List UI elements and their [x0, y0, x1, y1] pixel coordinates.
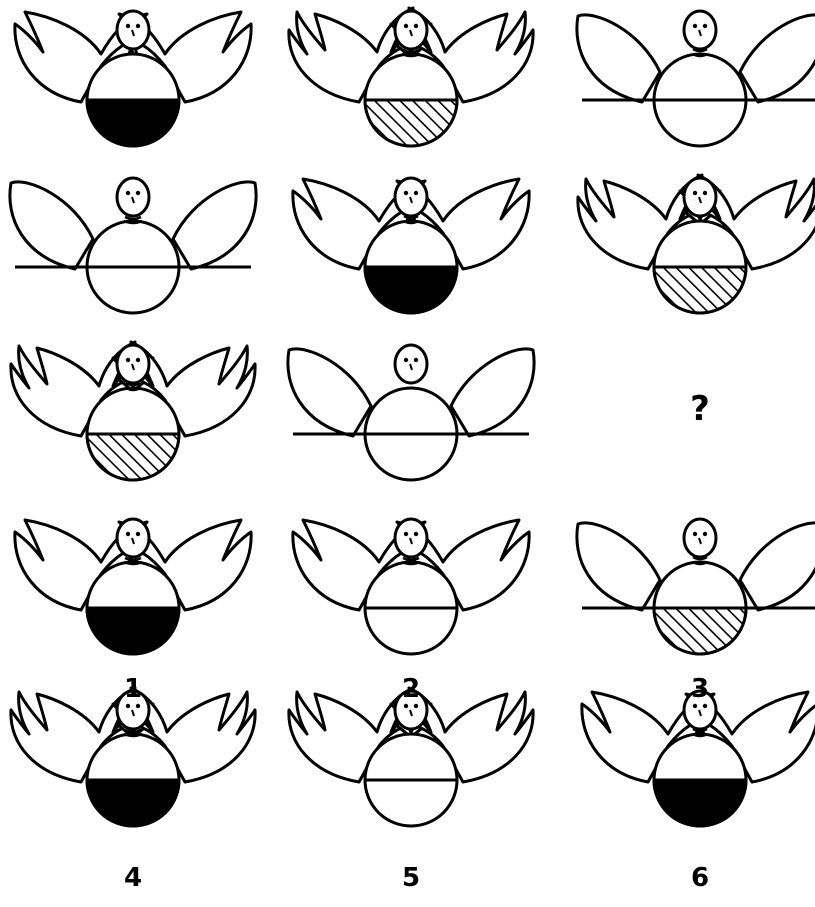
- right-eye: [136, 191, 140, 195]
- left-eye: [693, 24, 697, 28]
- left-eye: [404, 704, 408, 708]
- right-eye: [136, 24, 140, 28]
- left-eye: [693, 704, 697, 708]
- right-eye: [414, 358, 418, 362]
- right-wing: [740, 523, 815, 610]
- question-mark: ?: [690, 389, 710, 429]
- left-eye: [126, 704, 130, 708]
- belly-black: [87, 100, 179, 146]
- left-eye: [404, 24, 408, 28]
- grid-figure-2: [289, 8, 533, 146]
- belly-black: [654, 780, 746, 826]
- belly-hatched: [654, 608, 746, 654]
- belly-black: [365, 267, 457, 313]
- option-label: 1: [124, 674, 142, 704]
- left-eye: [404, 532, 408, 536]
- left-eye: [126, 191, 130, 195]
- option-label: 5: [402, 863, 420, 893]
- right-eye: [414, 532, 418, 536]
- left-eye: [693, 532, 697, 536]
- right-eye: [136, 704, 140, 708]
- option-figure-6: [582, 691, 815, 826]
- grid-figure-7: [11, 342, 255, 480]
- left-eye: [693, 191, 697, 195]
- option-label: 4: [124, 863, 142, 893]
- right-eye: [703, 532, 707, 536]
- option-label: 3: [691, 674, 709, 704]
- left-wing: [577, 523, 660, 610]
- left-wing: [288, 349, 371, 436]
- belly-hatched: [87, 434, 179, 480]
- option-label: 2: [402, 674, 420, 704]
- right-eye: [414, 704, 418, 708]
- option-figure-1: [15, 519, 251, 654]
- right-eye: [703, 24, 707, 28]
- right-eye: [414, 24, 418, 28]
- belly-hatched: [365, 100, 457, 146]
- left-wing: [577, 15, 660, 102]
- option-figure-4: [11, 688, 255, 826]
- belly-hatched: [654, 267, 746, 313]
- right-eye: [703, 704, 707, 708]
- grid-figure-5: [293, 178, 529, 313]
- grid-figure-6: [578, 175, 815, 313]
- grid-figure-8: [288, 345, 534, 480]
- belly-black: [87, 608, 179, 654]
- left-wing: [10, 182, 93, 269]
- left-eye: [404, 358, 408, 362]
- right-eye: [414, 191, 418, 195]
- right-eye: [703, 191, 707, 195]
- left-eye: [126, 358, 130, 362]
- right-wing: [451, 349, 534, 436]
- option-figure-2: [293, 519, 529, 654]
- belly-black: [87, 780, 179, 826]
- left-eye: [126, 532, 130, 536]
- grid-figure-3: [577, 11, 815, 146]
- grid-figure-4: [10, 178, 256, 313]
- right-eye: [136, 532, 140, 536]
- right-eye: [136, 358, 140, 362]
- right-wing: [173, 182, 256, 269]
- right-wing: [740, 15, 815, 102]
- option-label: 6: [691, 863, 709, 893]
- left-eye: [404, 191, 408, 195]
- grid-figure-1: [15, 11, 251, 146]
- option-figure-3: [577, 519, 815, 654]
- left-eye: [126, 24, 130, 28]
- option-figure-5: [289, 688, 533, 826]
